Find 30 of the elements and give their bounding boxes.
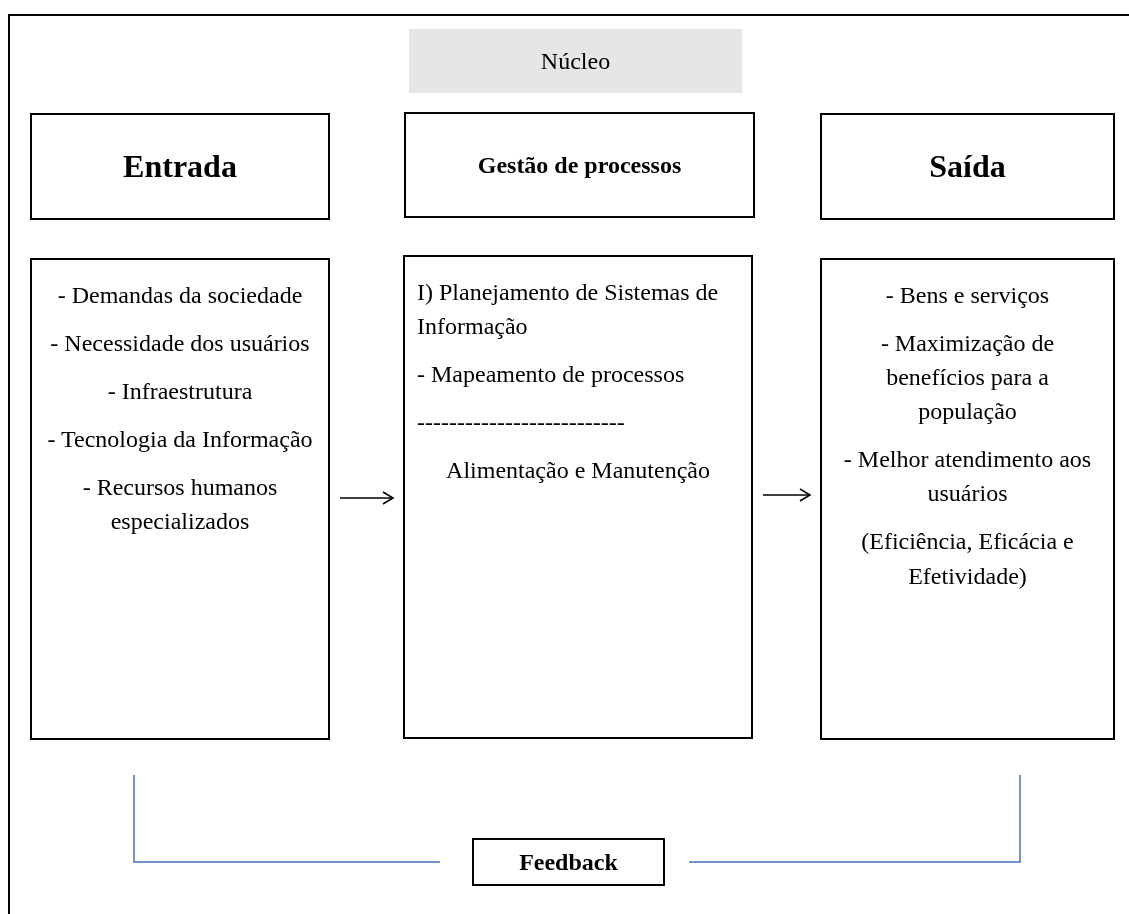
list-item: I) Planejamento de Sistemas de Informação [417,278,720,342]
header-box [472,838,665,886]
arrow [762,488,811,502]
list-item: - Bens e serviços [884,281,1051,310]
list-item: -------------------------- [417,408,626,438]
list-item: - Infraestrutura [106,377,254,407]
header-text: Feedback [518,847,619,877]
header-box [404,112,755,218]
list-item: - Demandas da sociedade [56,281,304,310]
list-item: Alimentação e Manutenção [445,456,711,486]
list-item: - Recursos humanos especializados [81,473,279,537]
header-box [30,113,330,220]
feedback-line [688,774,1021,863]
header-text: Gestão de processos [476,150,683,180]
list-item: (Eficiência, Eficácia e Efetividade) [860,527,1075,591]
header-text: Entrada [122,146,238,186]
content-box [403,255,753,739]
list-item: - Mapeamento de processos [417,360,686,390]
header-text: Saída [928,146,1007,186]
content-box [30,258,330,740]
core-label: Núcleo [539,46,612,76]
list-item: - Melhor atendimento aos usuários [842,445,1093,509]
list-item: - Necessidade dos usuários [49,329,311,359]
core-label-box [409,29,742,93]
content-box [820,258,1115,740]
header-box [820,113,1115,220]
arrow [339,491,394,505]
list-item: - Tecnologia da Informação [46,425,314,455]
list-item: - Maximização de benefícios para a população [879,329,1056,427]
feedback-line [133,774,441,863]
